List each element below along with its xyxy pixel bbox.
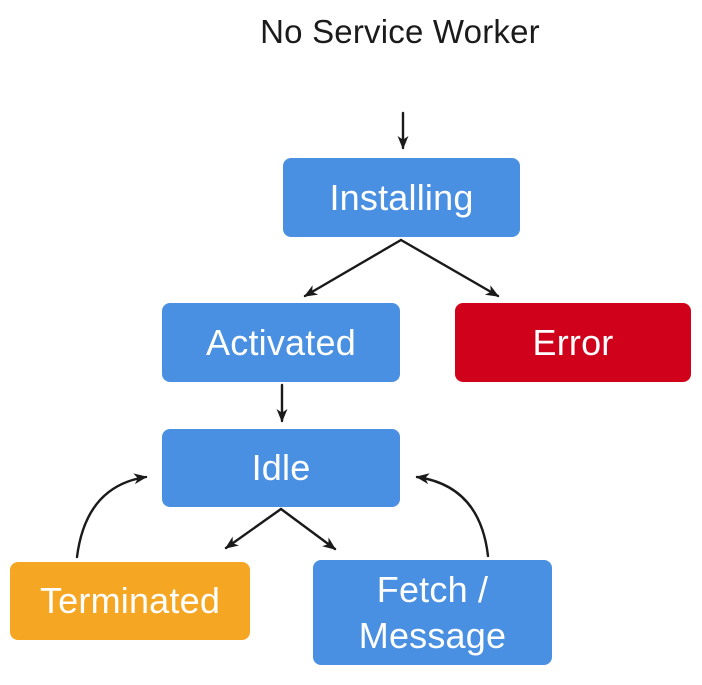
node-installing: Installing bbox=[283, 158, 520, 237]
node-installing-label: Installing bbox=[329, 176, 474, 218]
node-fetch-message-label: Fetch / Message bbox=[358, 568, 507, 656]
arrow-installing-to-activated bbox=[303, 238, 403, 298]
arrow-fetch-message-to-idle bbox=[415, 473, 490, 558]
node-idle-label: Idle bbox=[251, 447, 311, 488]
node-fetch-message: Fetch / Message bbox=[313, 560, 552, 665]
node-terminated-label: Terminated bbox=[39, 580, 221, 621]
node-error: Error bbox=[455, 303, 691, 382]
node-terminated: Terminated bbox=[10, 562, 250, 640]
node-idle: Idle bbox=[162, 429, 400, 507]
diagram-title-no-service-worker: No Service Worker bbox=[260, 13, 540, 50]
arrow-installing-to-error bbox=[399, 238, 500, 298]
arrow-idle-to-fetch-message bbox=[279, 507, 337, 551]
node-error-label: Error bbox=[532, 321, 614, 363]
node-activated: Activated bbox=[162, 303, 400, 382]
arrow-idle-to-terminated bbox=[224, 507, 283, 550]
node-activated-label: Activated bbox=[206, 321, 356, 363]
arrow-terminated-to-idle bbox=[75, 473, 148, 559]
